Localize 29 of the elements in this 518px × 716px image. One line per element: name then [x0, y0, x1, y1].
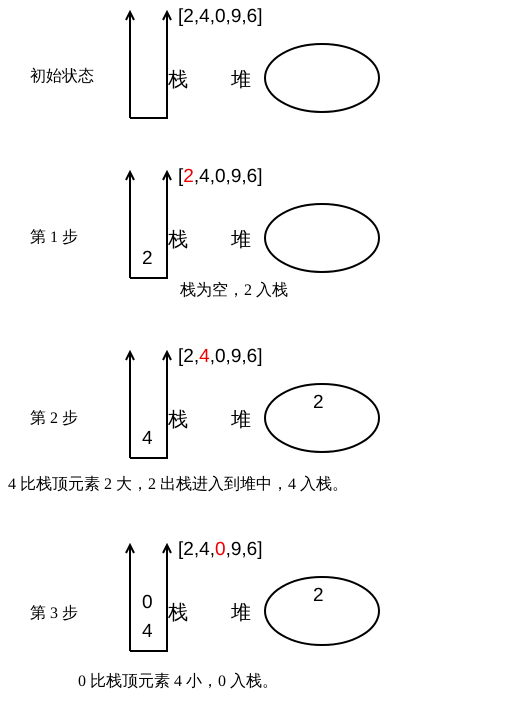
- caption-text: 0 比栈顶元素 4 小，0 入栈。: [78, 672, 278, 692]
- caption-text: 4 比栈顶元素 2 大，2 出栈进入到堆中，4 入栈。: [8, 474, 348, 495]
- step-label: 第 3 步: [30, 604, 78, 624]
- array-text: [2,4,0,9,6]: [178, 166, 263, 188]
- stack-label: 栈: [168, 406, 188, 433]
- step-label: 第 1 步: [30, 228, 78, 248]
- heap-item: 2: [313, 585, 324, 607]
- step-label: 第 2 步: [30, 408, 78, 429]
- stack-label: 栈: [168, 66, 188, 93]
- array-text: [2,4,0,9,6]: [178, 6, 263, 28]
- heap-label: 堆: [231, 226, 251, 253]
- heap-label: 堆: [231, 66, 251, 93]
- stack-item: 0: [142, 592, 153, 614]
- array-text: [2,4,0,9,6]: [178, 346, 263, 368]
- heap-ellipse: [263, 382, 381, 454]
- heap-item: 2: [313, 392, 324, 414]
- stack-item: 2: [142, 248, 153, 270]
- stack-label: 栈: [168, 226, 188, 253]
- step-label: 初始状态: [30, 66, 94, 87]
- caption-text: 栈为空，2 入栈: [180, 280, 288, 301]
- heap-ellipse: [263, 202, 381, 274]
- stack-label: 栈: [168, 599, 188, 626]
- heap-label: 堆: [231, 406, 251, 433]
- heap-label: 堆: [231, 599, 251, 626]
- stack-item: 4: [142, 428, 153, 450]
- heap-ellipse: [263, 42, 381, 114]
- stack-item: 4: [142, 621, 153, 643]
- array-text: [2,4,0,9,6]: [178, 539, 263, 561]
- heap-ellipse: [263, 575, 381, 647]
